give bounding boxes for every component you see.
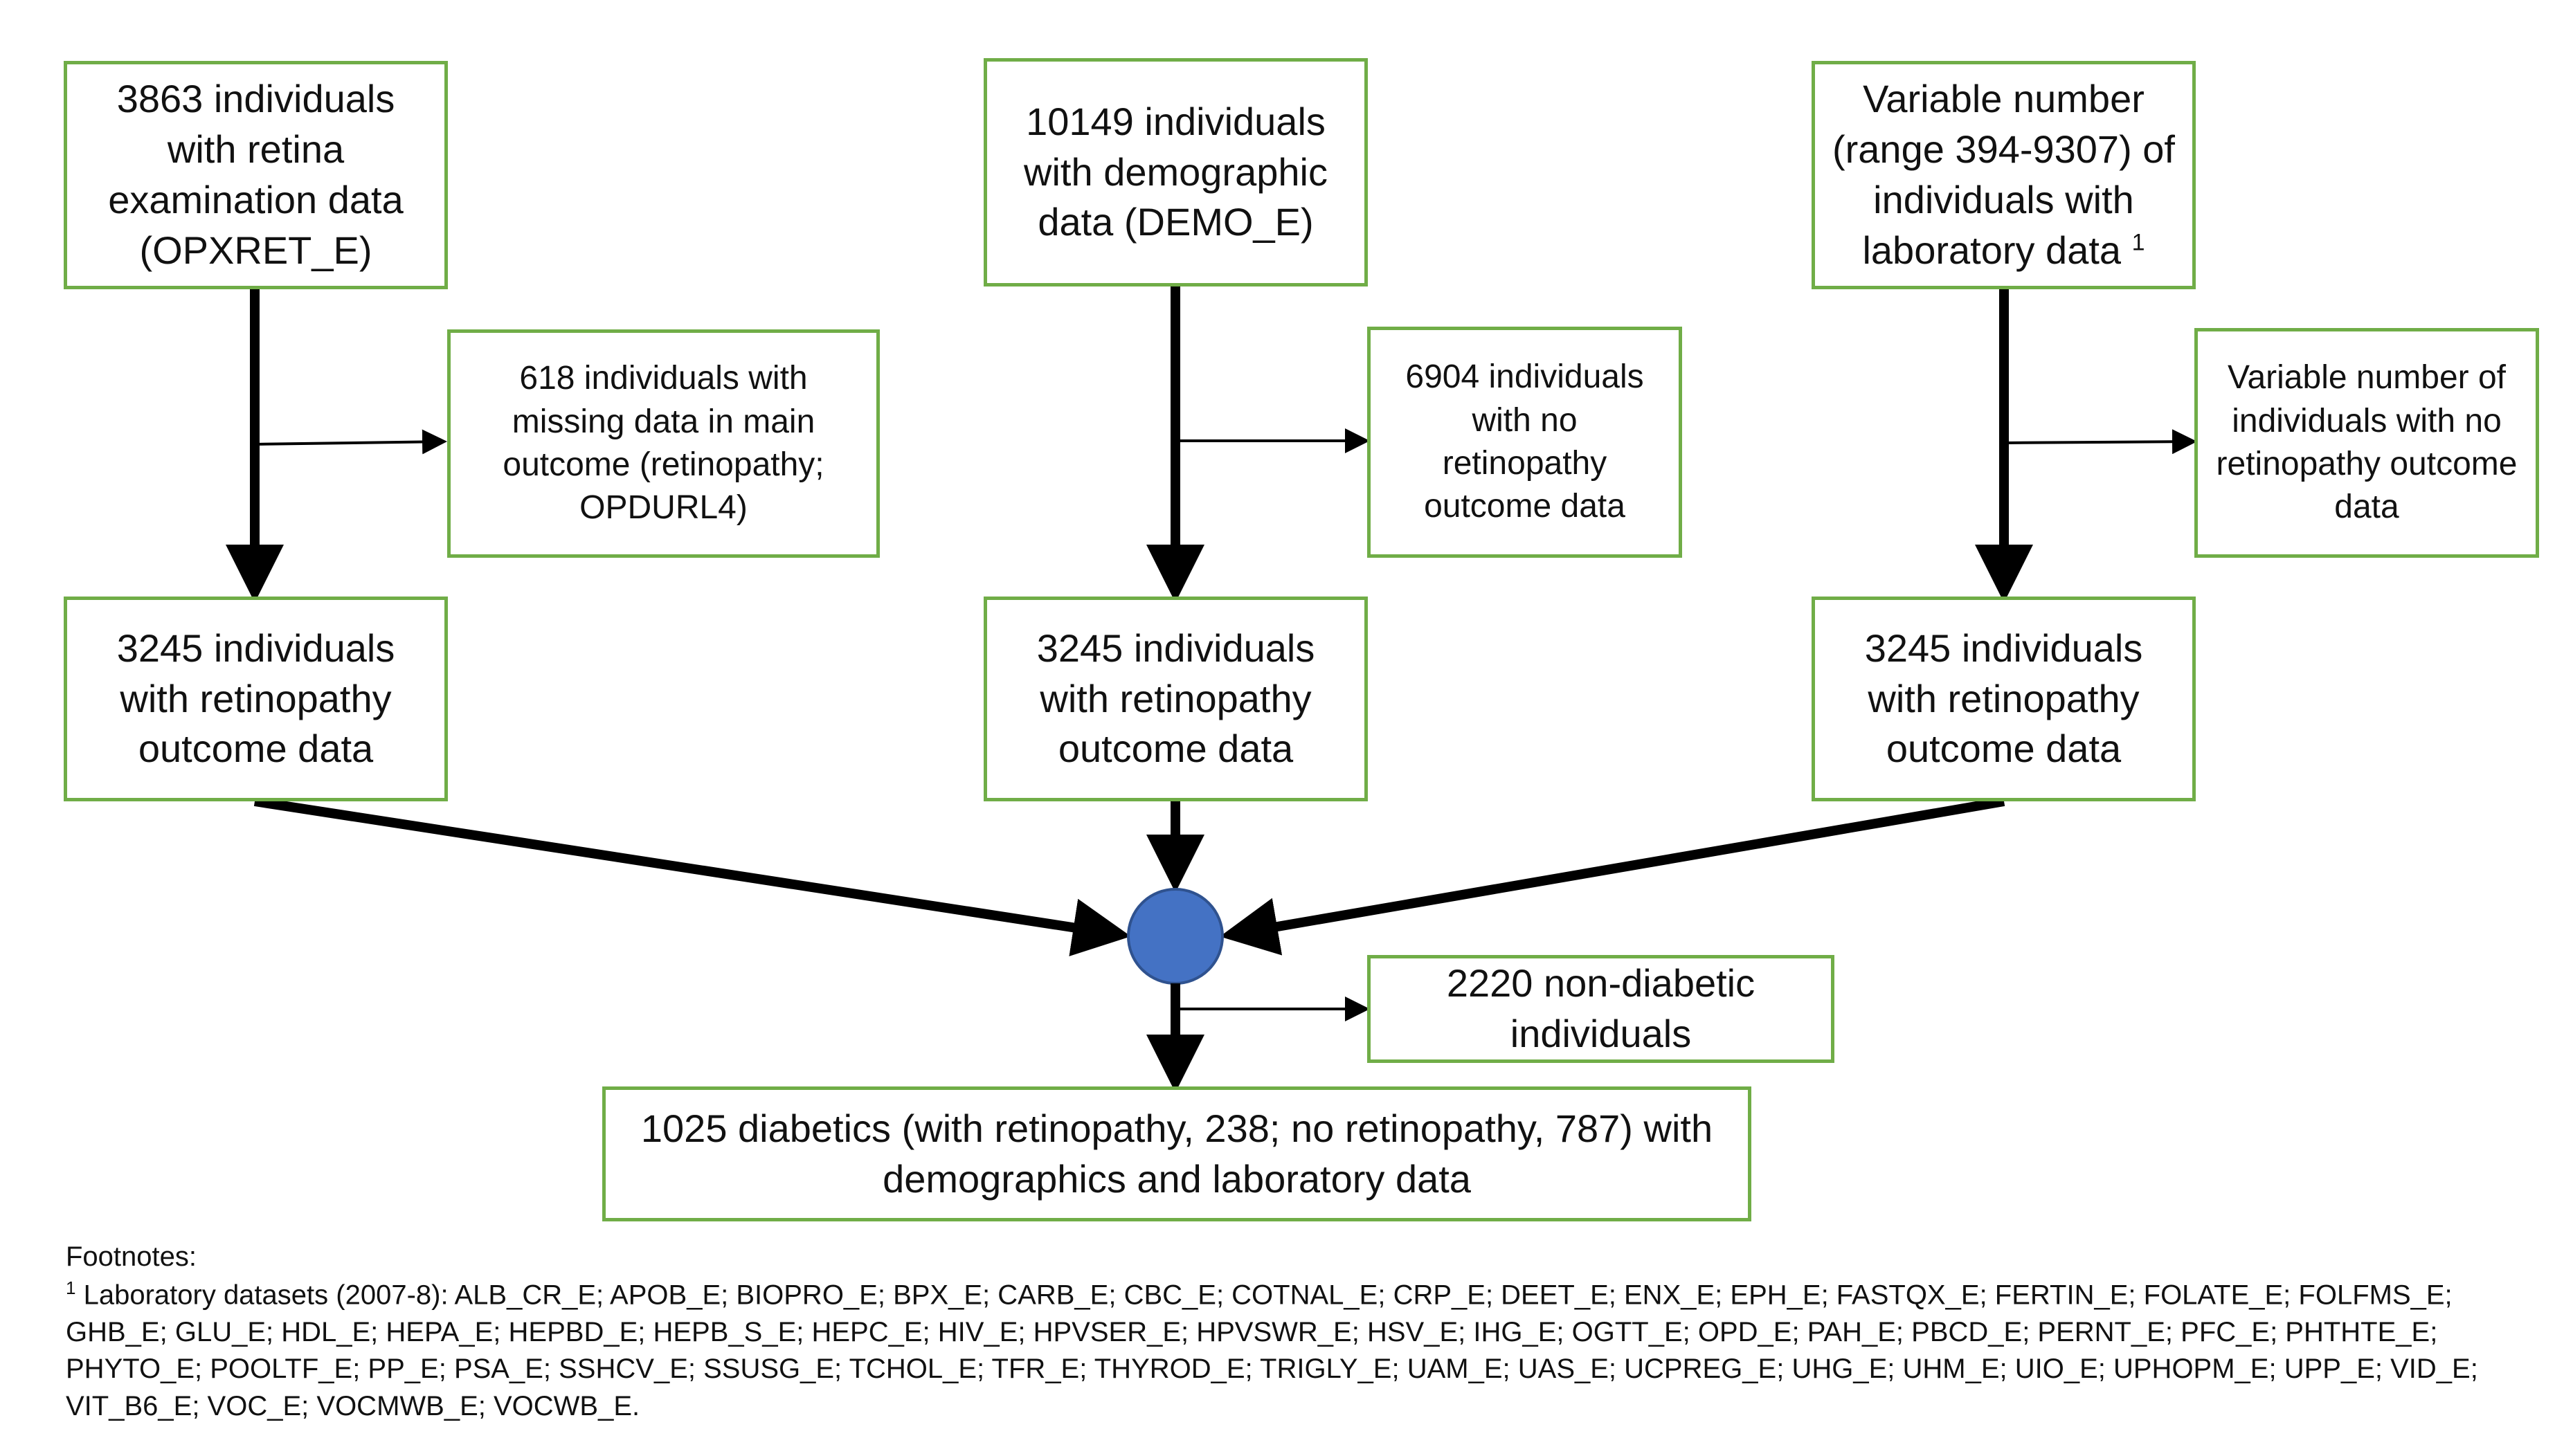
arrow-lab-exclusion: [2003, 429, 2197, 455]
lab-source-box: Variable number (range 394-9307) of indi…: [1812, 61, 2196, 289]
non-diabetic-text: 2220 non-diabetic individuals: [1446, 961, 1755, 1055]
lab-source-footnote-ref: 1: [2131, 229, 2145, 256]
final-cohort-box: 1025 diabetics (with retinopathy, 238; n…: [602, 1086, 1751, 1221]
lab-source-text: Variable number (range 394-9307) of indi…: [1831, 74, 2177, 275]
footnote-ref: 1: [66, 1277, 76, 1298]
non-diabetic-box: 2220 non-diabetic individuals: [1367, 955, 1834, 1063]
lab-source-label: Variable number (range 394-9307) of indi…: [1832, 77, 2175, 272]
lab-outcome-text: 3245 individuals with retinopathy outcom…: [1864, 626, 2143, 771]
merge-node: [1127, 888, 1224, 985]
demo-outcome-text: 3245 individuals with retinopathy outcom…: [1036, 626, 1315, 771]
footnote-lab-datasets: 1 Laboratory datasets (2007-8): ALB_CR_E…: [66, 1276, 2530, 1426]
demo-excluded-text: 6904 individuals with no retinopathy out…: [1405, 358, 1644, 525]
retina-source-text: 3863 individuals with retina examination…: [108, 77, 404, 272]
retina-outcome-box: 3245 individuals with retinopathy outcom…: [64, 597, 448, 801]
demo-outcome-box: 3245 individuals with retinopathy outcom…: [984, 597, 1368, 801]
lab-outcome-box: 3245 individuals with retinopathy outcom…: [1812, 597, 2196, 801]
arrow-lab-to-merge: [1220, 797, 2005, 956]
final-cohort-text: 1025 diabetics (with retinopathy, 238; n…: [640, 1106, 1713, 1201]
demo-source-text: 10149 individuals with demographic data …: [1024, 99, 1328, 244]
demo-excluded-box: 6904 individuals with no retinopathy out…: [1367, 327, 1682, 558]
retina-excluded-box: 618 individuals with missing data in mai…: [447, 329, 880, 558]
retina-excluded-text: 618 individuals with missing data in mai…: [503, 360, 824, 527]
footnotes-heading: Footnotes:: [66, 1241, 197, 1272]
footnotes: Footnotes: 1 Laboratory datasets (2007-8…: [66, 1239, 2530, 1425]
retina-outcome-text: 3245 individuals with retinopathy outcom…: [116, 626, 395, 771]
lab-excluded-text: Variable number of individuals with no r…: [2216, 359, 2518, 526]
arrow-retina-exclusion: [254, 429, 447, 455]
footnote-text: Laboratory datasets (2007-8): ALB_CR_E; …: [66, 1279, 2478, 1421]
retina-source-box: 3863 individuals with retina examination…: [64, 61, 448, 289]
arrow-retina-to-merge: [253, 797, 1131, 956]
demo-source-box: 10149 individuals with demographic data …: [984, 58, 1368, 286]
lab-excluded-box: Variable number of individuals with no r…: [2194, 328, 2539, 558]
